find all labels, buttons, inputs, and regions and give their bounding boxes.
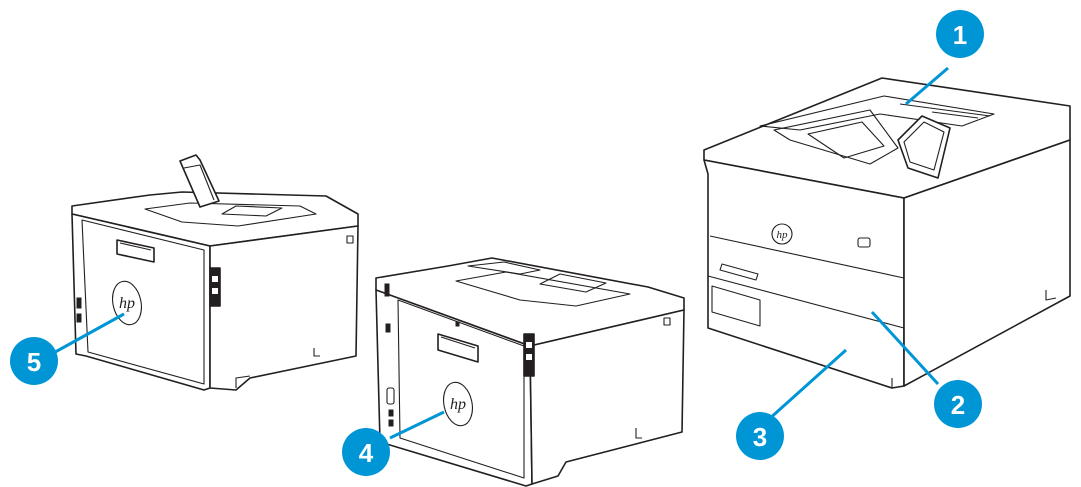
printer-front-right: hp bbox=[704, 78, 1070, 388]
hp-logo-text: hp bbox=[450, 396, 466, 413]
callout-4: 4 bbox=[342, 428, 390, 476]
callout-5-label: 5 bbox=[27, 347, 41, 377]
callout-5: 5 bbox=[10, 337, 58, 385]
printer-rear-left: hp bbox=[72, 155, 358, 390]
callout-2: 2 bbox=[934, 380, 982, 428]
callout-1: 1 bbox=[936, 10, 984, 58]
callout-3-label: 3 bbox=[753, 422, 767, 452]
callout-2-label: 2 bbox=[951, 390, 965, 420]
callout-1-label: 1 bbox=[953, 20, 967, 50]
callout-3: 3 bbox=[736, 412, 784, 460]
hp-logo-text: hp bbox=[777, 229, 789, 241]
hp-logo-text: hp bbox=[119, 295, 135, 312]
callout-4-label: 4 bbox=[359, 438, 374, 468]
printer-rear-center: hp bbox=[376, 258, 684, 486]
